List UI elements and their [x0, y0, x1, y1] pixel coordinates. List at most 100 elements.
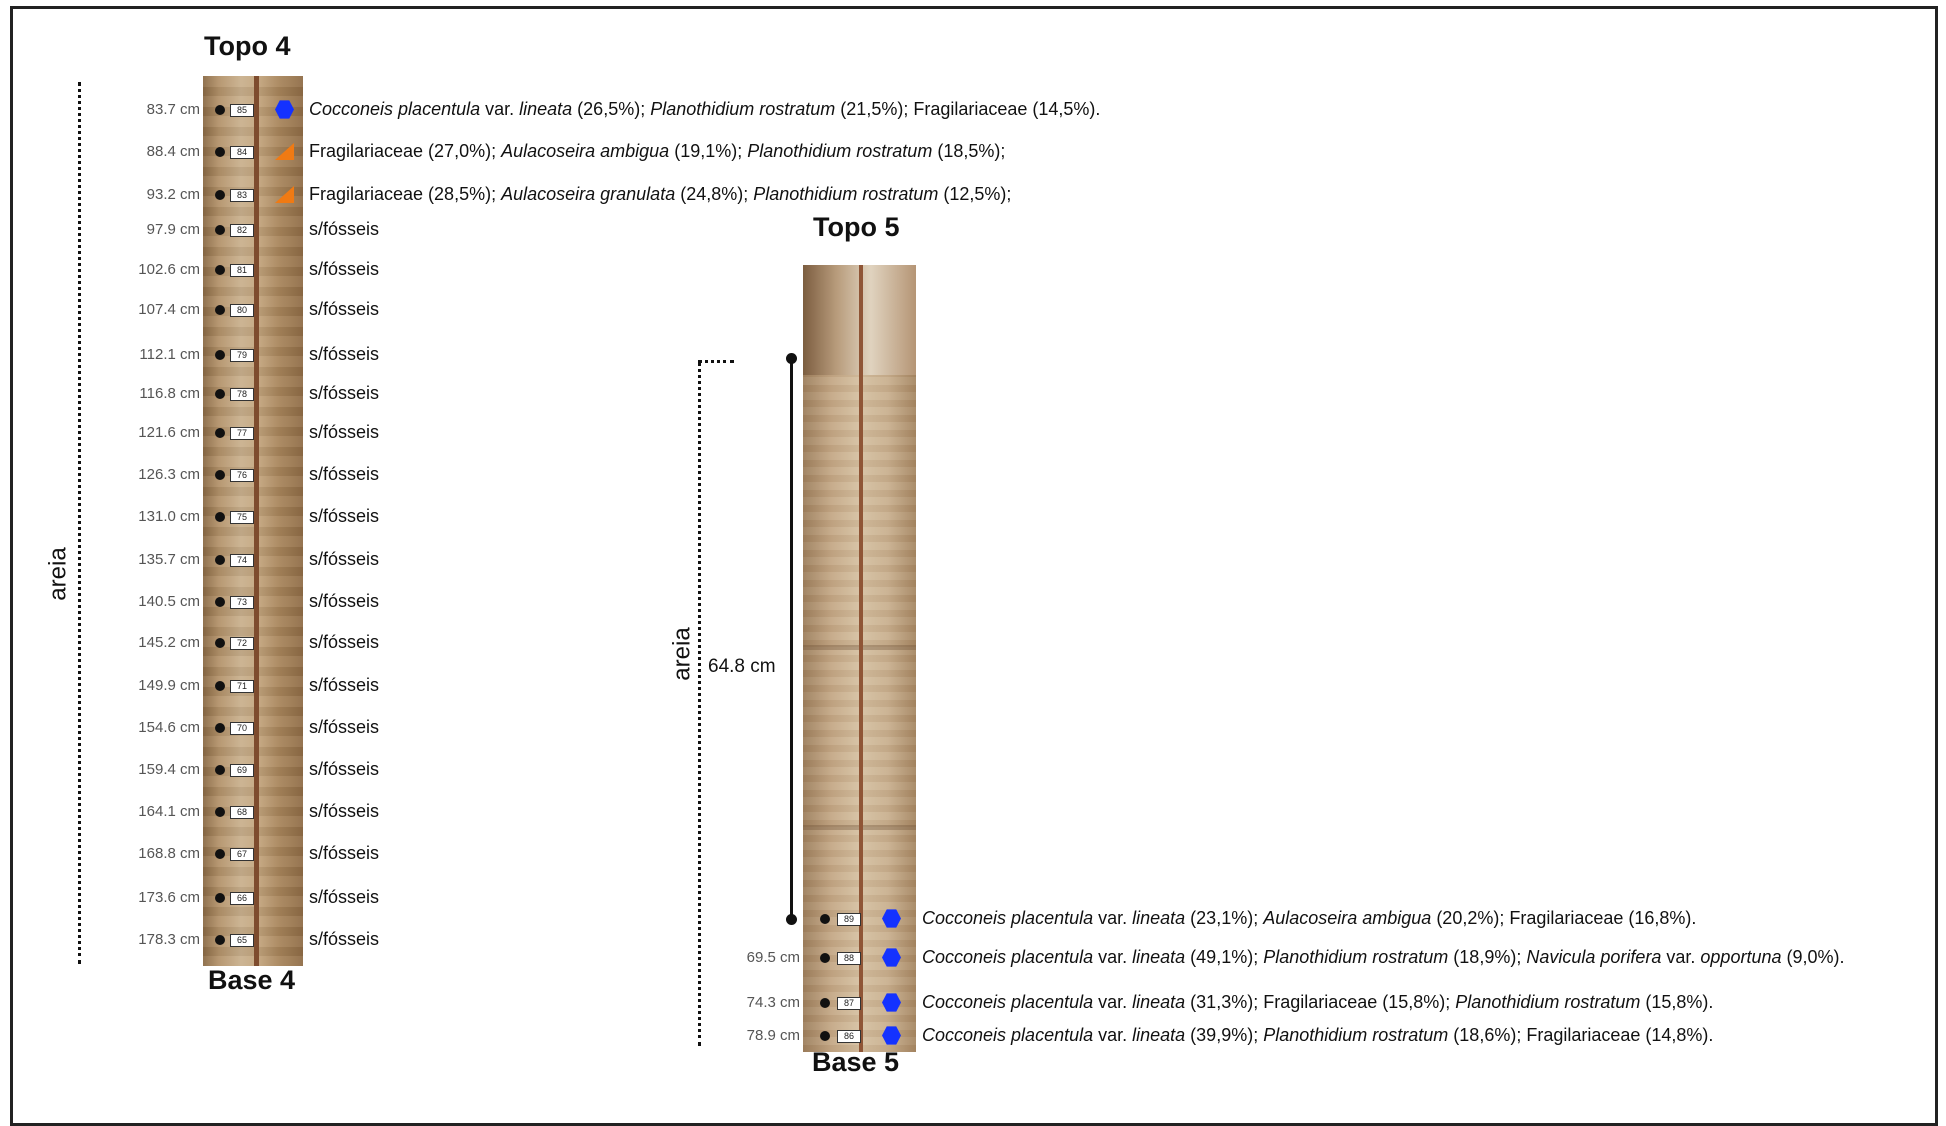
sample-point: [215, 765, 225, 775]
sample-number-tag: 68: [230, 806, 254, 819]
sample-point: [215, 935, 225, 945]
taxa-description: Cocconeis placentula var. lineata (31,3%…: [922, 992, 1714, 1012]
sample-point: [215, 807, 225, 817]
core4-lithology-line: [78, 82, 81, 964]
depth-label: 131.0 cm: [138, 508, 200, 525]
no-fossils-label: s/fósseis: [309, 259, 380, 279]
sample-number-tag: 69: [230, 764, 254, 777]
sample-point: [215, 265, 225, 275]
sample-number-tag: 66: [230, 892, 254, 905]
sample-point: [215, 470, 225, 480]
core4-base-label: Base 4: [208, 965, 296, 995]
sample-point: [215, 147, 225, 157]
sample-number-tag: 88: [837, 952, 861, 965]
sample-number-tag: 89: [837, 913, 861, 926]
depth-label: 178.3 cm: [138, 931, 200, 948]
sample-number-tag: 76: [230, 469, 254, 482]
orange-triangle-icon: [275, 143, 294, 160]
core5-photo: [803, 265, 916, 1052]
no-fossils-label: s/fósseis: [309, 675, 380, 695]
depth-label: 173.6 cm: [138, 889, 200, 906]
no-fossils-label: s/fósseis: [309, 549, 380, 569]
sample-number-tag: 80: [230, 304, 254, 317]
sample-number-tag: 72: [230, 637, 254, 650]
sample-point: [820, 1031, 830, 1041]
sample-point: [215, 681, 225, 691]
sample-point: [215, 428, 225, 438]
depth-label: 102.6 cm: [138, 261, 200, 278]
sample-point: [215, 597, 225, 607]
sample-point: [215, 638, 225, 648]
depth-label: 145.2 cm: [138, 634, 200, 651]
sample-number-tag: 85: [230, 104, 254, 117]
sample-number-tag: 70: [230, 722, 254, 735]
sample-point: [215, 190, 225, 200]
depth-label: 88.4 cm: [146, 143, 200, 160]
core5-lithology-line: [698, 362, 701, 1046]
no-fossils-label: s/fósseis: [309, 299, 380, 319]
sample-point: [215, 893, 225, 903]
blue-hexagon-icon: [882, 948, 901, 967]
depth-label: 78.9 cm: [746, 1027, 800, 1044]
core4-lithology-label: areia: [44, 547, 72, 601]
no-fossils-label: s/fósseis: [309, 422, 380, 442]
no-fossils-label: s/fósseis: [309, 383, 380, 403]
depth-label: 126.3 cm: [138, 466, 200, 483]
sample-number-tag: 74: [230, 554, 254, 567]
depth-label: 164.1 cm: [138, 803, 200, 820]
sample-number-tag: 73: [230, 596, 254, 609]
core5-base-label: Base 5: [812, 1047, 900, 1077]
interval-scale-bar: [790, 358, 793, 919]
depth-label: 93.2 cm: [146, 186, 200, 203]
no-fossils-label: s/fósseis: [309, 843, 380, 863]
sample-number-tag: 67: [230, 848, 254, 861]
sample-point: [215, 849, 225, 859]
no-fossils-label: s/fósseis: [309, 759, 380, 779]
depth-label: 154.6 cm: [138, 719, 200, 736]
taxa-description: Cocconeis placentula var. lineata (49,1%…: [922, 947, 1845, 967]
sample-point: [215, 105, 225, 115]
sample-point: [820, 914, 830, 924]
taxa-description: Cocconeis placentula var. lineata (23,1%…: [922, 908, 1697, 928]
sample-point: [820, 998, 830, 1008]
blue-hexagon-icon: [275, 100, 294, 119]
sample-number-tag: 81: [230, 264, 254, 277]
core4-top-label: Topo 4: [204, 31, 291, 61]
depth-label: 116.8 cm: [139, 385, 200, 402]
depth-label: 121.6 cm: [138, 424, 200, 441]
depth-label: 107.4 cm: [138, 301, 200, 318]
depth-label: 135.7 cm: [138, 551, 200, 568]
no-fossils-label: s/fósseis: [309, 717, 380, 737]
no-fossils-label: s/fósseis: [309, 506, 380, 526]
sample-point: [215, 225, 225, 235]
sample-point: [215, 512, 225, 522]
sample-point: [820, 953, 830, 963]
taxa-description: Fragilariaceae (27,0%); Aulacoseira ambi…: [309, 141, 1006, 161]
sample-number-tag: 82: [230, 224, 254, 237]
interval-length-label: 64.8 cm: [708, 656, 776, 677]
sample-point: [215, 723, 225, 733]
taxa-description: Cocconeis placentula var. lineata (26,5%…: [309, 99, 1101, 119]
taxa-description: Fragilariaceae (28,5%); Aulacoseira gran…: [309, 184, 1012, 204]
blue-hexagon-icon: [882, 909, 901, 928]
sample-point: [215, 350, 225, 360]
no-fossils-label: s/fósseis: [309, 344, 380, 364]
sample-number-tag: 87: [837, 997, 861, 1010]
depth-label: 97.9 cm: [146, 221, 200, 238]
depth-label: 112.1 cm: [139, 346, 200, 363]
sample-point: [215, 389, 225, 399]
sample-number-tag: 78: [230, 388, 254, 401]
no-fossils-label: s/fósseis: [309, 929, 380, 949]
sample-number-tag: 77: [230, 427, 254, 440]
depth-label: 140.5 cm: [138, 593, 200, 610]
sample-point: [215, 305, 225, 315]
sample-number-tag: 83: [230, 189, 254, 202]
core5-lithology-label: areia: [668, 627, 696, 681]
sample-number-tag: 75: [230, 511, 254, 524]
taxa-description: Cocconeis placentula var. lineata (39,9%…: [922, 1025, 1714, 1045]
core5-lithology-tick: [698, 360, 734, 363]
no-fossils-label: s/fósseis: [309, 464, 380, 484]
core5-top-label: Topo 5: [813, 212, 900, 242]
orange-triangle-icon: [275, 186, 294, 203]
depth-label: 83.7 cm: [146, 101, 200, 118]
